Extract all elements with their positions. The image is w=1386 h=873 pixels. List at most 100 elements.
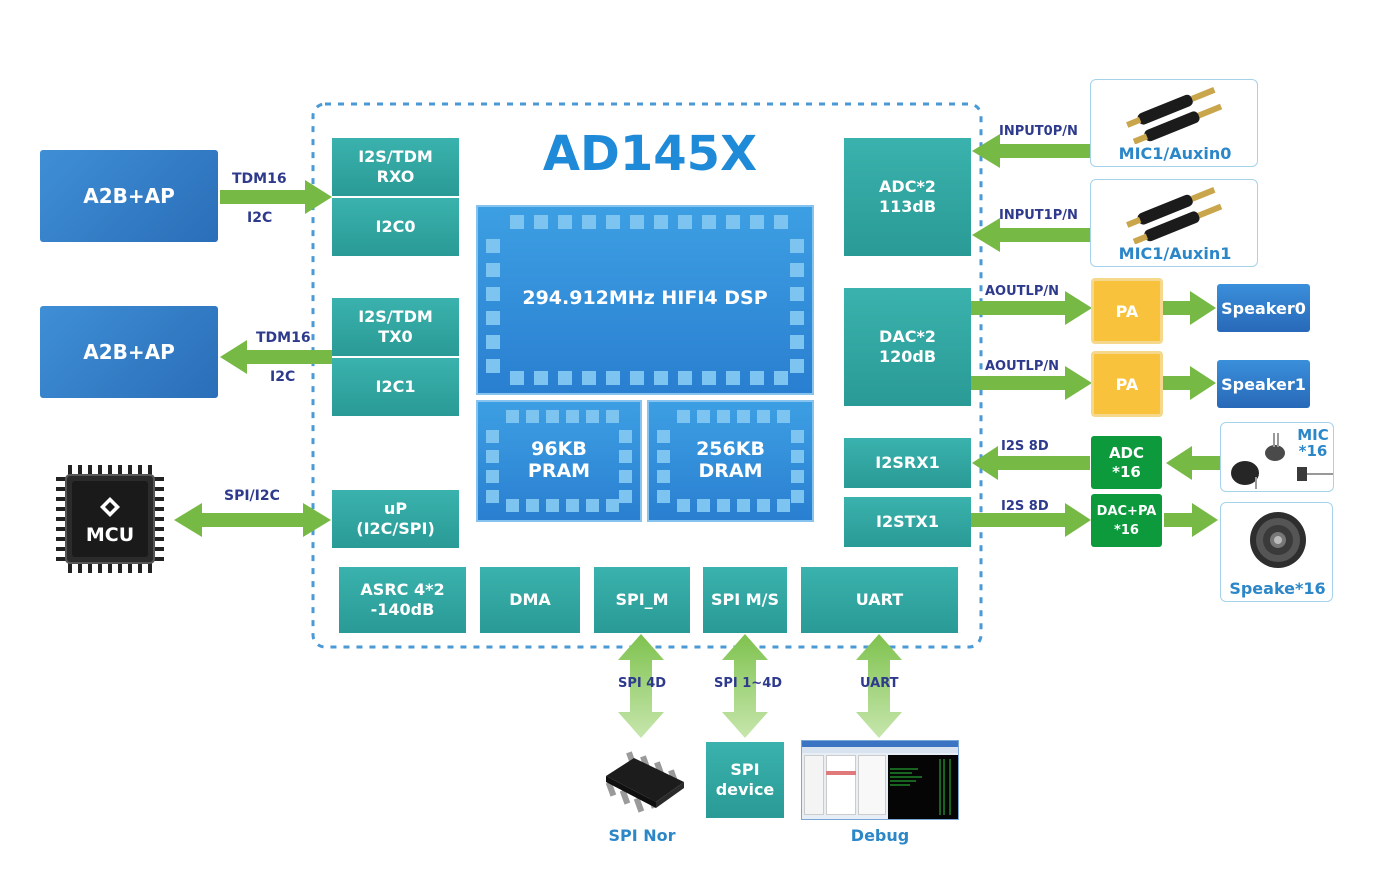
pin-square bbox=[486, 450, 499, 463]
block-i2s-tdm-rx: I2S/TDM RXO bbox=[332, 138, 459, 196]
pin-square bbox=[791, 490, 804, 503]
audio-jack-icon bbox=[1126, 87, 1223, 144]
pin-square bbox=[582, 371, 596, 385]
pin-square bbox=[606, 215, 620, 229]
pin-square bbox=[506, 410, 519, 423]
block-i2srx1: I2SRX1 bbox=[844, 438, 971, 488]
pin-square bbox=[737, 499, 750, 512]
pin-square bbox=[790, 287, 804, 301]
arrow-i2stx bbox=[970, 503, 1091, 537]
mcu-chip bbox=[54, 463, 166, 575]
pin-square bbox=[486, 430, 499, 443]
pin-square bbox=[486, 359, 500, 373]
pin-square bbox=[586, 499, 599, 512]
card-mic16: MIC *16 bbox=[1220, 422, 1334, 492]
loudspeaker-icon bbox=[1250, 512, 1306, 568]
arrow-spi-nor bbox=[618, 634, 664, 738]
pin-square bbox=[582, 215, 596, 229]
arrow-spk16 bbox=[1164, 503, 1218, 537]
pram-label: 96KB PRAM bbox=[527, 438, 591, 482]
label-input1: INPUT1P/N bbox=[999, 208, 1078, 223]
pin-square bbox=[606, 371, 620, 385]
mic1-caption: MIC1/Auxin1 bbox=[1118, 244, 1232, 263]
block-i2c0: I2C0 bbox=[332, 198, 459, 256]
dram-pins bbox=[657, 410, 804, 512]
pin-square bbox=[486, 335, 500, 349]
dram-label: 256KB DRAM bbox=[696, 438, 765, 482]
label-uart-bottom: UART bbox=[860, 676, 899, 691]
pin-square bbox=[619, 470, 632, 483]
a2b-ap-host-top: A2B+AP bbox=[40, 150, 218, 242]
pin-square bbox=[546, 410, 559, 423]
pin-square bbox=[678, 215, 692, 229]
pin-square bbox=[566, 410, 579, 423]
debug-window-thumbnail bbox=[801, 740, 959, 820]
block-adc: ADC*2 113dB bbox=[844, 138, 971, 256]
pin-square bbox=[774, 215, 788, 229]
pin-square bbox=[790, 263, 804, 277]
pin-square bbox=[558, 215, 572, 229]
pin-square bbox=[657, 470, 670, 483]
arrow-uart bbox=[856, 634, 902, 738]
label-spi-1-4d: SPI 1~4D bbox=[714, 676, 783, 691]
block-dma: DMA bbox=[480, 567, 580, 633]
arrow-input1 bbox=[972, 218, 1090, 252]
arrow-input0 bbox=[972, 134, 1090, 168]
pin-square bbox=[791, 450, 804, 463]
pin-square bbox=[630, 371, 644, 385]
label-i2c-in: I2C bbox=[247, 210, 273, 226]
pin-square bbox=[790, 359, 804, 373]
pin-square bbox=[790, 239, 804, 253]
mcu-chip-icon bbox=[56, 465, 164, 573]
pin-square bbox=[791, 430, 804, 443]
pin-square bbox=[774, 371, 788, 385]
arrow-pa0-spk bbox=[1162, 291, 1216, 325]
pin-square bbox=[619, 490, 632, 503]
pin-square bbox=[619, 430, 632, 443]
pin-square bbox=[726, 371, 740, 385]
card-mic1: MIC1/Auxin1 bbox=[1090, 179, 1258, 267]
adc16-block: ADC *16 bbox=[1091, 436, 1162, 489]
pin-square bbox=[486, 490, 499, 503]
arrow-i2srx bbox=[972, 446, 1090, 480]
pin-square bbox=[657, 450, 670, 463]
pin-square bbox=[558, 371, 572, 385]
arrow-tdm-out bbox=[220, 340, 332, 374]
block-i2s-tdm-tx: I2S/TDM TX0 bbox=[332, 298, 459, 356]
dram-block: 256KB DRAM bbox=[647, 400, 814, 522]
pin-square bbox=[486, 311, 500, 325]
pin-square bbox=[534, 215, 548, 229]
pin-square bbox=[654, 215, 668, 229]
pin-square bbox=[791, 470, 804, 483]
pin-square bbox=[486, 263, 500, 277]
block-uart: UART bbox=[801, 567, 958, 633]
block-i2c1: I2C1 bbox=[332, 358, 459, 416]
pin-square bbox=[657, 430, 670, 443]
dsp-pins bbox=[486, 215, 804, 385]
label-aout0: AOUTLP/N bbox=[985, 284, 1059, 299]
label-aout1: AOUTLP/N bbox=[985, 359, 1059, 374]
pin-square bbox=[677, 499, 690, 512]
speaker16-caption: Speake*16 bbox=[1229, 579, 1326, 598]
pin-square bbox=[486, 239, 500, 253]
label-i2s-rx: I2S 8D bbox=[1001, 439, 1049, 454]
mic16-caption: MIC *16 bbox=[1297, 426, 1329, 460]
pin-square bbox=[526, 499, 539, 512]
dsp-core: 294.912MHz HIFI4 DSP bbox=[476, 205, 814, 395]
pin-square bbox=[697, 499, 710, 512]
pin-square bbox=[726, 215, 740, 229]
pin-square bbox=[702, 215, 716, 229]
block-spi-ms: SPI M/S bbox=[703, 567, 787, 633]
pin-square bbox=[790, 335, 804, 349]
arrow-mic16 bbox=[1166, 446, 1220, 480]
card-mic0: MIC1/Auxin0 bbox=[1090, 79, 1258, 167]
pin-square bbox=[586, 410, 599, 423]
pin-square bbox=[750, 215, 764, 229]
pin-square bbox=[678, 371, 692, 385]
arrow-spi-device bbox=[722, 634, 768, 738]
dsp-label: 294.912MHz HIFI4 DSP bbox=[522, 287, 768, 309]
pin-square bbox=[654, 371, 668, 385]
pin-square bbox=[606, 499, 619, 512]
pin-square bbox=[510, 371, 524, 385]
